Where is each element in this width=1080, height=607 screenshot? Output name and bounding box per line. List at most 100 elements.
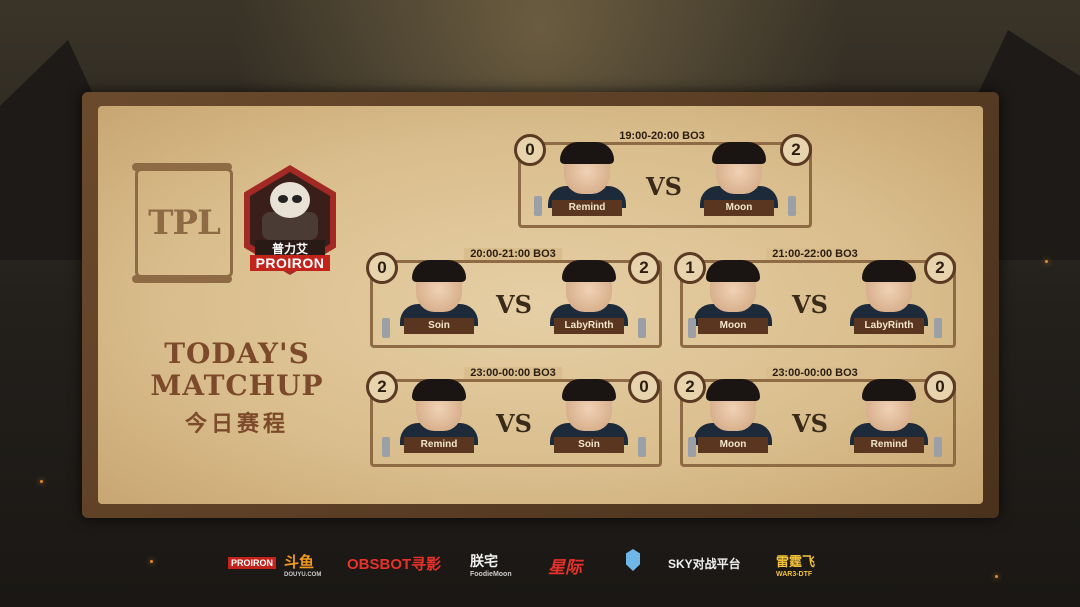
match-frame <box>680 379 956 467</box>
douyu-text: 斗鱼 <box>284 554 315 571</box>
tpl-logo: TPL <box>132 163 233 283</box>
match-card: 19:00-20:00 BO3 0 2 Remind VS Moon <box>514 130 812 228</box>
left-player: Soin <box>398 260 478 334</box>
player-name: Moon <box>698 318 768 334</box>
right-score: 0 <box>924 371 956 403</box>
sword-icon <box>382 318 390 338</box>
left-score: 0 <box>514 134 546 166</box>
player-name: LabyRinth <box>854 318 924 334</box>
scroll-bottom-decoration <box>132 275 232 283</box>
player-name: Moon <box>698 437 768 453</box>
panda-eye-icon <box>292 195 302 203</box>
ember <box>1045 260 1048 263</box>
footer-leitingfei-logo: 雷霆飞 WAR3-DTF <box>776 551 815 578</box>
left-player: Remind <box>546 142 626 216</box>
vs-label: VS <box>496 409 532 438</box>
sword-icon <box>638 318 646 338</box>
player-name: LabyRinth <box>554 318 624 334</box>
player-hair <box>560 142 614 164</box>
left-player: Moon <box>692 260 772 334</box>
match-card: 23:00-00:00 BO3 2 0 Remind VS Soin <box>366 367 662 467</box>
panda-mascot-head <box>270 182 310 218</box>
sword-icon <box>688 318 696 338</box>
match-card: 20:00-21:00 BO3 0 2 Soin VS LabyRinth <box>366 248 662 348</box>
left-score: 0 <box>366 252 398 284</box>
leitingfei-text: 雷霆飞 <box>776 554 816 569</box>
footer-xingji-logo: 星际 <box>548 558 582 577</box>
player-name: Remind <box>854 437 924 453</box>
vs-label: VS <box>646 172 682 201</box>
sword-icon <box>638 437 646 457</box>
foodiemoon-subtext: FoodieMoon <box>470 571 512 578</box>
match-time: 20:00-21:00 BO3 <box>464 248 562 260</box>
player-name: Moon <box>704 200 774 216</box>
sword-icon <box>934 437 942 457</box>
player-name: Remind <box>552 200 622 216</box>
vs-label: VS <box>496 290 532 319</box>
left-player: Moon <box>692 379 772 453</box>
right-player: LabyRinth <box>548 260 628 334</box>
right-player: LabyRinth <box>848 260 928 334</box>
match-card: 23:00-00:00 BO3 2 0 Moon VS Remind <box>674 367 956 467</box>
player-hair <box>712 142 766 164</box>
match-time: 19:00-20:00 BO3 <box>613 130 711 142</box>
sword-icon <box>688 437 696 457</box>
player-hair <box>412 379 466 401</box>
footer-proiron-logo: PROIRON <box>228 557 277 569</box>
douyu-subtext: DOUYU.COM <box>284 572 322 578</box>
footer-sky-logo: SKY对战平台 <box>668 557 741 571</box>
player-hair <box>862 379 916 401</box>
player-hair <box>706 379 760 401</box>
player-name: Remind <box>404 437 474 453</box>
vs-label: VS <box>792 290 828 319</box>
right-player: Moon <box>698 142 778 216</box>
right-score: 0 <box>628 371 660 403</box>
sponsor-name-en: PROIRON <box>250 255 330 271</box>
foodiemoon-text: 朕宅 <box>470 553 498 569</box>
leitingfei-subtext: WAR3-DTF <box>776 571 813 578</box>
footer-foodiemoon-logo: 朕宅 FoodieMoon <box>470 551 512 578</box>
match-frame <box>518 142 812 228</box>
sponsor-name-cn: 普力艾 <box>255 240 325 257</box>
tpl-logo-text: TPL <box>148 203 221 243</box>
footer-shield-icon <box>626 549 640 571</box>
ember <box>995 575 998 578</box>
footer-douyu-logo: 斗鱼 DOUYU.COM <box>284 551 321 578</box>
player-hair <box>562 260 616 282</box>
page-title-cn: 今日赛程 <box>184 411 289 436</box>
player-hair <box>562 379 616 401</box>
ember <box>150 560 153 563</box>
right-player: Soin <box>548 379 628 453</box>
parchment-panel <box>98 106 983 504</box>
left-player: Remind <box>398 379 478 453</box>
left-score: 2 <box>366 371 398 403</box>
page-title-line2: MATCHUP <box>150 369 324 402</box>
match-card: 21:00-22:00 BO3 1 2 Moon VS LabyRinth <box>674 248 956 348</box>
panda-eye-icon <box>278 195 288 203</box>
sponsor-footer: PROIRON 斗鱼 DOUYU.COM OBSBOT寻影 朕宅 FoodieM… <box>0 535 1080 585</box>
left-score: 1 <box>674 252 706 284</box>
right-score: 2 <box>780 134 812 166</box>
match-frame <box>370 260 662 348</box>
player-name: Soin <box>554 437 624 453</box>
match-time: 21:00-22:00 BO3 <box>766 248 864 260</box>
player-hair <box>862 260 916 282</box>
vs-label: VS <box>792 409 828 438</box>
sword-icon <box>534 196 542 216</box>
sword-icon <box>382 437 390 457</box>
match-time: 23:00-00:00 BO3 <box>464 367 562 379</box>
footer-obsbot-logo: OBSBOT寻影 <box>347 556 442 573</box>
match-time: 23:00-00:00 BO3 <box>766 367 864 379</box>
sword-icon <box>788 196 796 216</box>
match-frame <box>680 260 956 348</box>
sword-icon <box>934 318 942 338</box>
page-title-line1: TODAY'S <box>164 337 310 370</box>
title-block: TODAY'S MATCHUP 今日赛程 <box>132 338 342 438</box>
ember <box>40 480 43 483</box>
right-score: 2 <box>628 252 660 284</box>
scroll-top-decoration <box>132 163 232 171</box>
right-player: Remind <box>848 379 928 453</box>
match-frame <box>370 379 662 467</box>
player-hair <box>706 260 760 282</box>
right-score: 2 <box>924 252 956 284</box>
